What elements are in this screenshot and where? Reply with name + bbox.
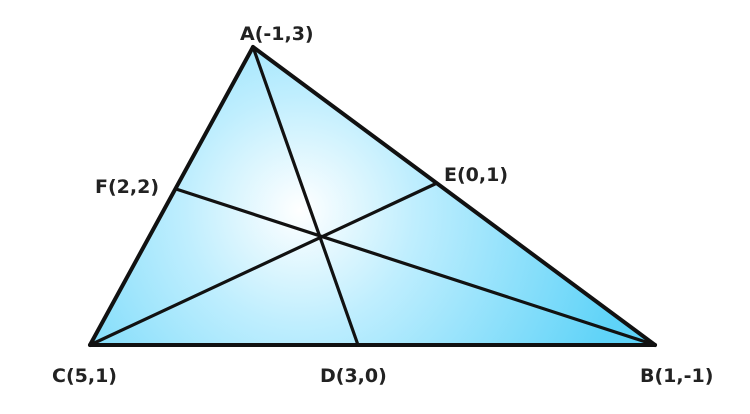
midpoint-label-d: D(3,0) [320, 365, 387, 387]
vertex-label-a: A(-1,3) [240, 23, 314, 45]
side-ca [88, 45, 255, 347]
median-b-f [174, 187, 657, 347]
vertex-label-c: C(5,1) [52, 365, 117, 387]
median-c-e [88, 182, 437, 347]
median-a-d [251, 45, 360, 347]
vertex-label-b: B(1,-1) [640, 365, 713, 387]
triangle-fill [90, 47, 655, 345]
midpoint-label-e: E(0,1) [444, 164, 508, 186]
side-ab [251, 45, 657, 347]
midpoint-label-f: F(2,2) [95, 176, 159, 198]
